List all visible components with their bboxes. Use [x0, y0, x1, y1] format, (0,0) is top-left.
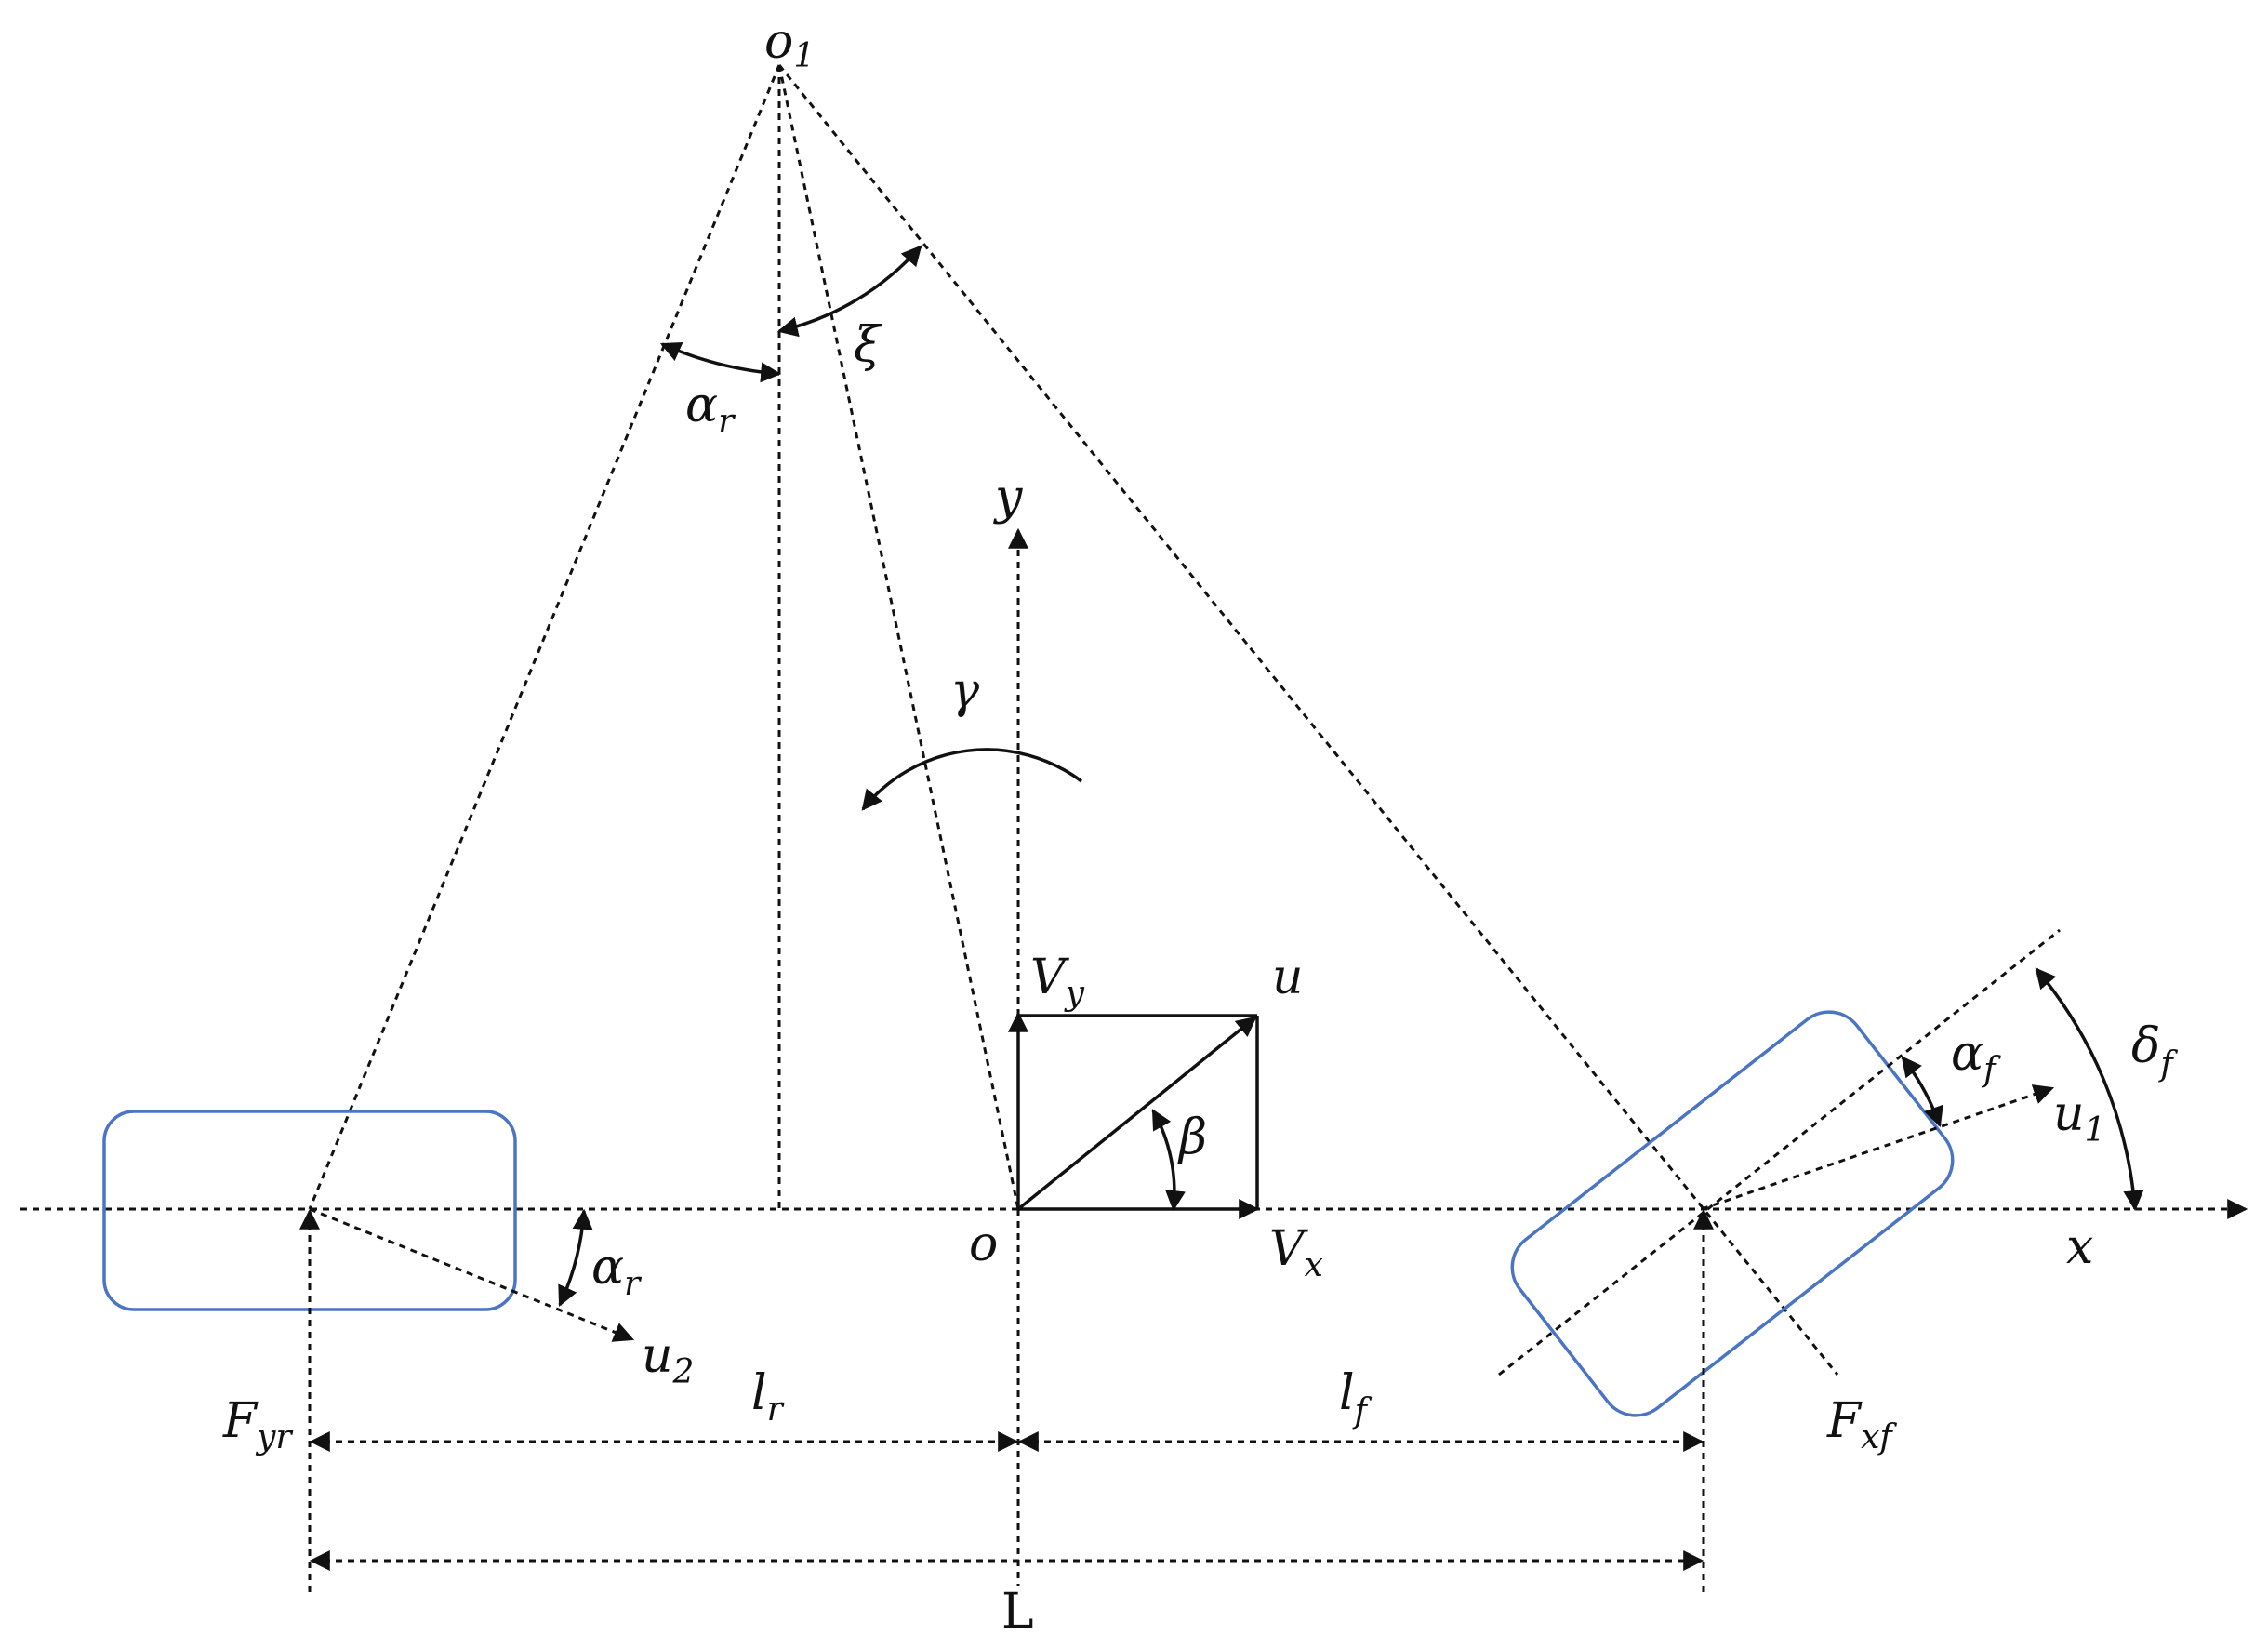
- o1-to-rear-wheel-line: [308, 64, 781, 1210]
- label-y-axis: y: [993, 470, 1023, 525]
- label-xi: ξ: [854, 317, 882, 373]
- label-vx: Vx: [1269, 1221, 1323, 1284]
- label-alpha-r-bottom: αr: [591, 1240, 642, 1303]
- label-fyr: Fyr: [222, 1393, 293, 1456]
- delta-f-angle-arc: [2035, 967, 2144, 1212]
- xi-angle-arc: [776, 245, 922, 338]
- label-gamma: γ: [950, 663, 980, 719]
- label-o1: o1: [764, 14, 815, 75]
- front-wheel-group: [1510, 1010, 1955, 1417]
- label-beta: β: [1177, 1110, 1207, 1165]
- u1-velocity-arrow: [1701, 1084, 2055, 1211]
- label-vy: Vy: [1030, 950, 1085, 1013]
- label-origin: o: [969, 1217, 998, 1272]
- beta-angle-arc: [1151, 1109, 1186, 1212]
- u2-velocity-arrow: [309, 1207, 635, 1342]
- label-fxf: Fxf: [1826, 1393, 1897, 1456]
- label-u: u: [1272, 950, 1304, 1005]
- o1-to-front-wheel-line: [777, 64, 1839, 1376]
- o1-to-cg-line: [777, 64, 1020, 1210]
- label-lf: lf: [1339, 1365, 1373, 1430]
- label-alpha-r-top: αr: [685, 378, 736, 441]
- alpha-r-bottom-arc: [558, 1208, 593, 1307]
- label-L: L: [1001, 1584, 1034, 1640]
- u-resultant-arrow: [1016, 1016, 1257, 1211]
- label-x-axis: x: [2066, 1219, 2093, 1275]
- gamma-rotation-arc: [861, 748, 1083, 811]
- label-alpha-f: αf: [1951, 1026, 2001, 1089]
- alpha-f-angle-arc: [1901, 1056, 1943, 1128]
- label-lr: lr: [751, 1365, 785, 1429]
- alpha-r-top-arc: [659, 341, 782, 383]
- label-u2: u2: [642, 1328, 694, 1391]
- front-wheel: [1510, 1010, 1955, 1417]
- label-delta-f: δf: [2131, 1018, 2178, 1084]
- label-u1: u1: [2053, 1086, 2105, 1150]
- front-wheel-heading-line: [1498, 928, 2061, 1376]
